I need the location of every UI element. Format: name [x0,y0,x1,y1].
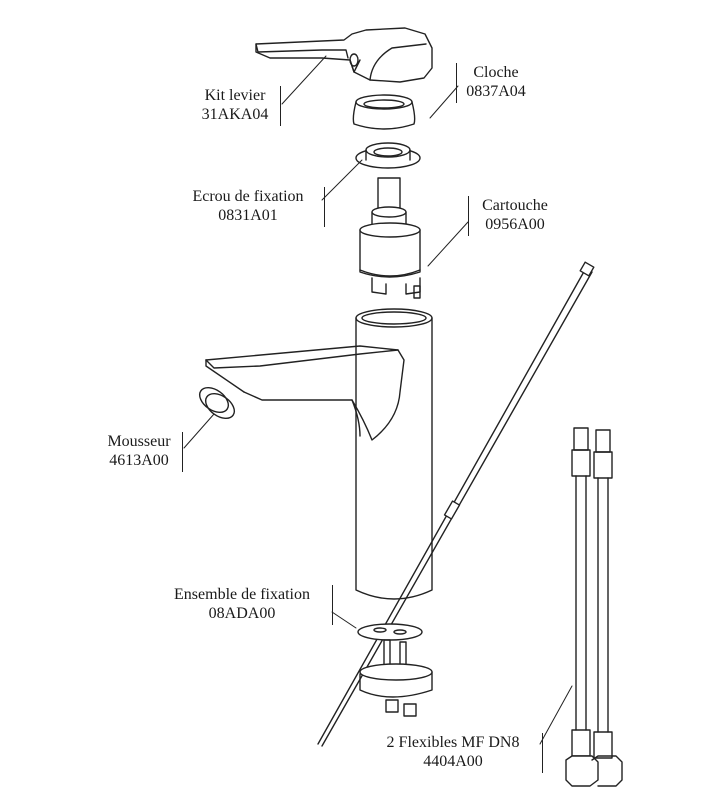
part-label-flexibles: 2 Flexibles MF DN8 4404A00 [366,733,543,773]
flexible-hoses-part [566,428,622,786]
part-name: Ecrou de fixation [192,188,304,205]
part-ref: 0837A04 [466,83,526,100]
label-bar [280,86,281,126]
part-name: Mousseur [107,433,171,450]
part-ref: 0956A00 [485,216,545,233]
label-bar [542,733,543,773]
part-ref: 4404A00 [423,753,483,770]
part-ref: 4613A00 [109,452,169,469]
part-name: Kit levier [204,87,266,104]
part-name: Cartouche [482,197,548,214]
lever-kit-part [256,28,432,82]
label-bar [456,63,457,103]
part-ref: 31AKA04 [201,106,269,123]
cartridge-part [360,178,420,298]
part-name: Cloche [473,64,519,81]
cloche-part [353,95,414,129]
part-label-kit-levier: Kit levier 31AKA04 [192,86,281,126]
part-name: Ensemble de fixation [174,586,310,603]
part-label-cartouche: Cartouche 0956A00 [468,196,560,236]
part-label-mousseur: Mousseur 4613A00 [96,432,183,472]
fixing-set-part [358,624,432,716]
aerator-part [195,383,239,424]
part-label-ensemble-fixation: Ensemble de fixation 08ADA00 [154,585,333,625]
nut-part [356,143,420,168]
part-ref: 0831A01 [218,207,278,224]
label-bar [182,432,183,472]
faucet-body-part [206,309,432,599]
leader-lines [184,56,572,744]
label-bar [332,585,333,625]
part-label-ecrou: Ecrou de fixation 0831A01 [174,187,325,227]
label-bar [324,187,325,227]
part-ref: 08ADA00 [208,605,276,622]
part-label-cloche: Cloche 0837A04 [456,63,534,103]
part-name: 2 Flexibles MF DN8 [386,734,520,751]
rod-part [318,262,594,746]
label-bar [468,196,469,236]
